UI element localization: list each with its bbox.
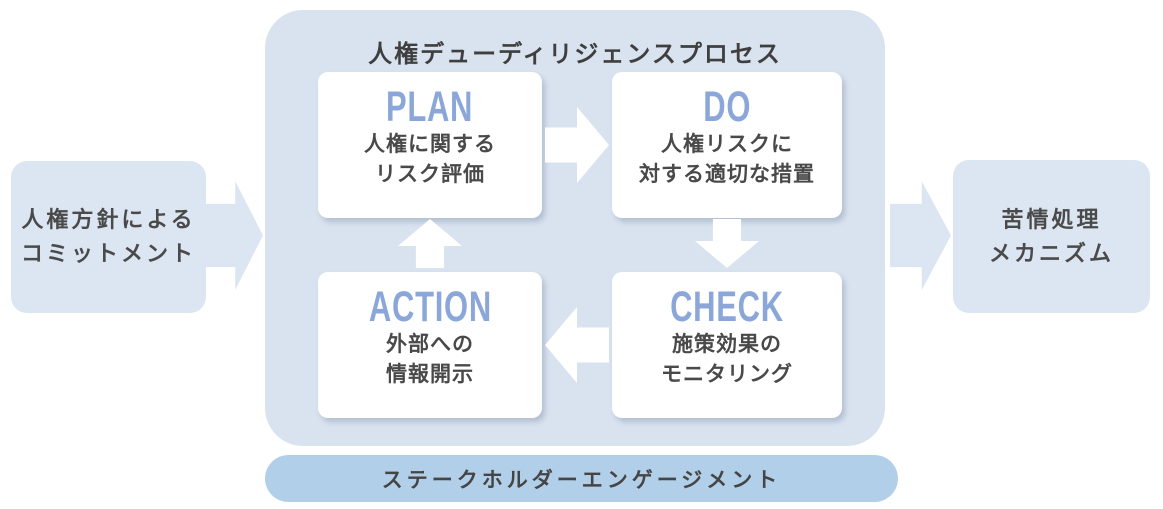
commitment-box: 人権方針による コミットメント [11,161,206,313]
process-to-grievance-arrow-icon [890,181,951,290]
check-line1: 施策効果の [672,333,782,356]
grievance-box: 苦情処理 メカニズム [953,160,1150,313]
plan-step-box: PLAN 人権に関する リスク評価 [318,72,542,218]
plan-to-do-arrow-icon [545,107,609,183]
plan-heading: PLAN [386,83,474,131]
check-line2: モニタリング [661,363,793,386]
due-diligence-process-container: 人権デューディリジェンスプロセス PLAN 人権に関する リスク評価 DO 人権… [265,10,885,446]
do-line2: 対する適切な措置 [639,163,815,186]
commitment-line1: 人権方針による [21,207,196,232]
commitment-to-process-arrow-icon [205,181,263,290]
process-title: 人権デューディリジェンスプロセス [368,41,782,68]
do-to-check-arrow-icon [695,219,759,268]
do-step-box: DO 人権リスクに 対する適切な措置 [612,72,842,218]
plan-line2: リスク評価 [375,163,485,186]
action-line1: 外部への [386,333,474,356]
plan-line1: 人権に関する [364,133,496,156]
do-line1: 人権リスクに [661,133,793,156]
grievance-line2: メカニズム [988,240,1114,266]
check-step-box: CHECK 施策効果の モニタリング [612,272,842,418]
stakeholder-engagement-bar: ステークホルダーエンゲージメント [265,455,898,502]
stakeholder-engagement-label: ステークホルダーエンゲージメント [381,468,782,492]
action-line2: 情報開示 [386,363,474,386]
do-heading: DO [703,83,751,131]
commitment-line2: コミットメント [20,241,196,266]
grievance-line1: 苦情処理 [1001,206,1102,232]
check-to-action-arrow-icon [545,307,609,383]
action-to-plan-arrow-icon [398,219,462,268]
action-heading: ACTION [368,283,492,331]
check-heading: CHECK [670,283,784,331]
action-step-box: ACTION 外部への 情報開示 [318,272,542,418]
